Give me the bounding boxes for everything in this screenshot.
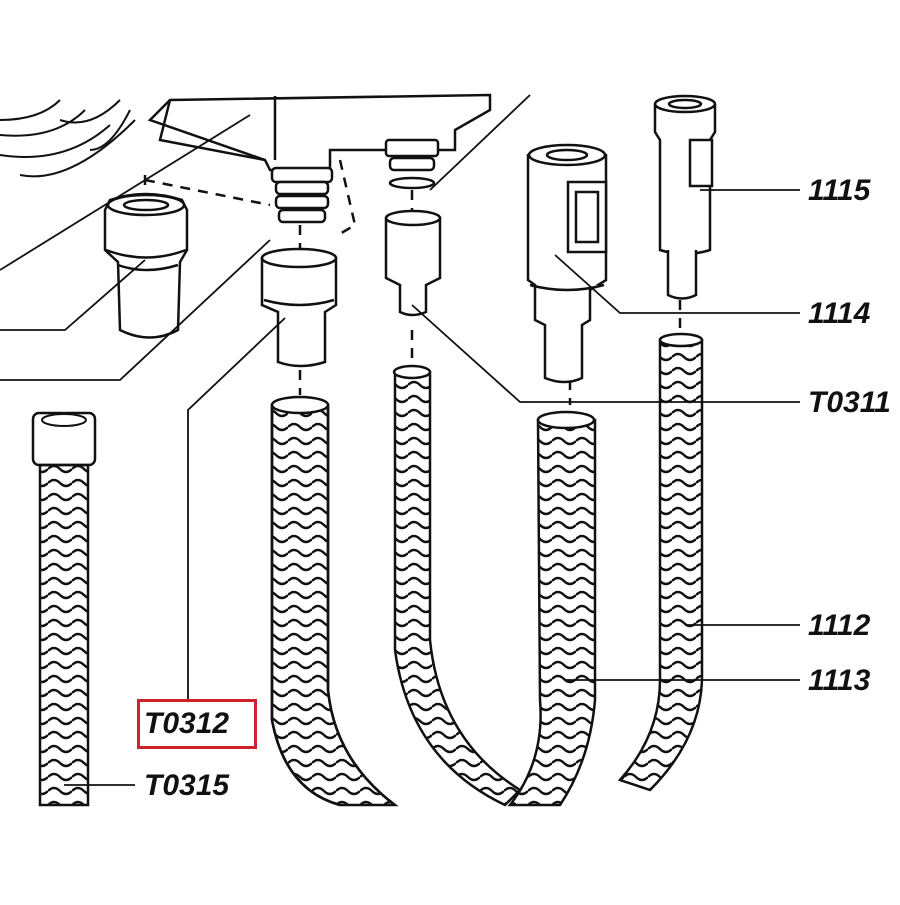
hose-T0315: [31, 411, 97, 807]
hose-T0312-loop: [270, 395, 399, 807]
hose-T0311-loop: [392, 364, 522, 807]
highlight-box: [137, 699, 257, 749]
connector-T0311: [384, 209, 442, 317]
part-label-1113: 1113: [808, 664, 871, 697]
connector-left: [103, 192, 189, 339]
coupling-1115: [653, 94, 717, 300]
part-label-1112: 1112: [808, 609, 871, 642]
part-label-1114: 1114: [808, 297, 871, 330]
machine-outlets: [270, 138, 440, 224]
connector-T0312: [260, 247, 338, 368]
part-label-T0312: T0312: [144, 707, 230, 740]
part-label-T0311: T0311: [808, 386, 891, 419]
hose-1112: [617, 332, 704, 792]
part-label-1115: 1115: [808, 174, 871, 207]
hose-1113: [507, 410, 597, 807]
part-label-T0315: T0315: [144, 769, 230, 802]
machine-body: [0, 93, 492, 178]
coupling-1114: [526, 143, 608, 384]
dashed-guides: [143, 159, 682, 405]
leader-lines: [0, 94, 800, 786]
